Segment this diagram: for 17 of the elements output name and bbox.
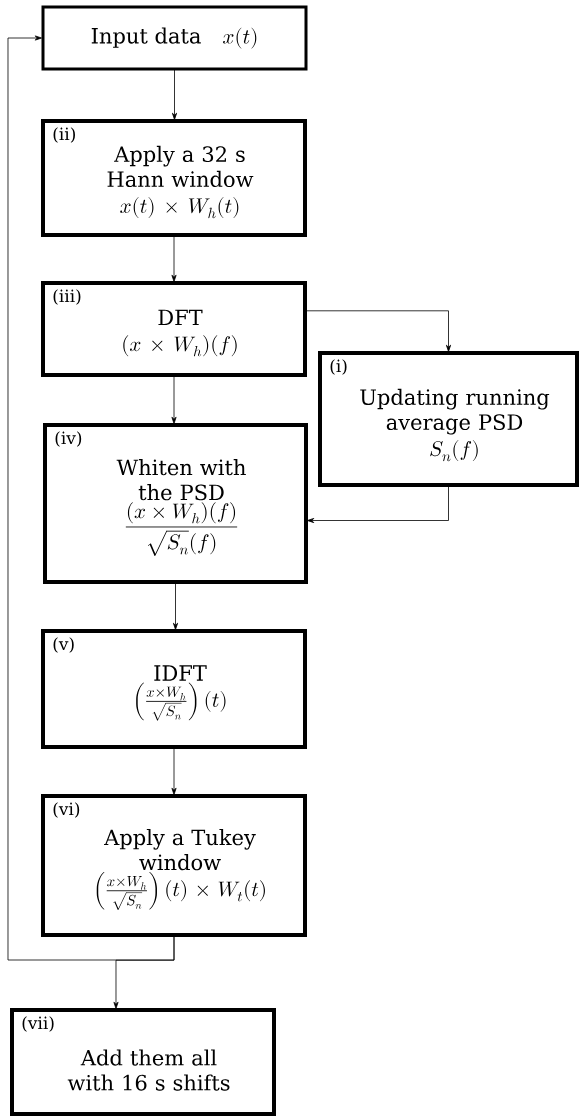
arrow — [173, 581, 179, 630]
arrow — [171, 234, 177, 282]
process-box: Apply a 32 s Hann window $x(t)\times W_h(t)$ (ii) — [41, 119, 307, 237]
arrow — [171, 374, 177, 424]
process-box: Input data $x(t)$ — [41, 5, 308, 71]
arrow — [7, 35, 175, 961]
arrow — [171, 746, 177, 795]
arrow — [307, 484, 449, 524]
arrow — [304, 310, 452, 352]
process-box: Add them all with 16 s shifts (vii) — [10, 1008, 276, 1116]
process-box: Apply a Tukey window $\left(\frac{x\times W_h}{\sqrt{S_n}}\right)(t)\times W_t(t)$ (vi) — [41, 794, 307, 937]
arrow — [172, 68, 178, 120]
process-box: DFT $(x\times W_h)(f)$ (iii) — [41, 281, 307, 377]
process-box: Whiten with the PSD $\frac{(x\times W_h)(f)}{\sqrt{S_n}(f)}$ (iv) — [43, 423, 308, 584]
process-box: IDFT $\left(\frac{x\times W_h}{\sqrt{S_n}}\right)(t)$ (v) — [41, 629, 307, 749]
arrow — [113, 934, 175, 1009]
process-box: Updating running average PSD $S_n(f)$ (i) — [318, 351, 579, 487]
